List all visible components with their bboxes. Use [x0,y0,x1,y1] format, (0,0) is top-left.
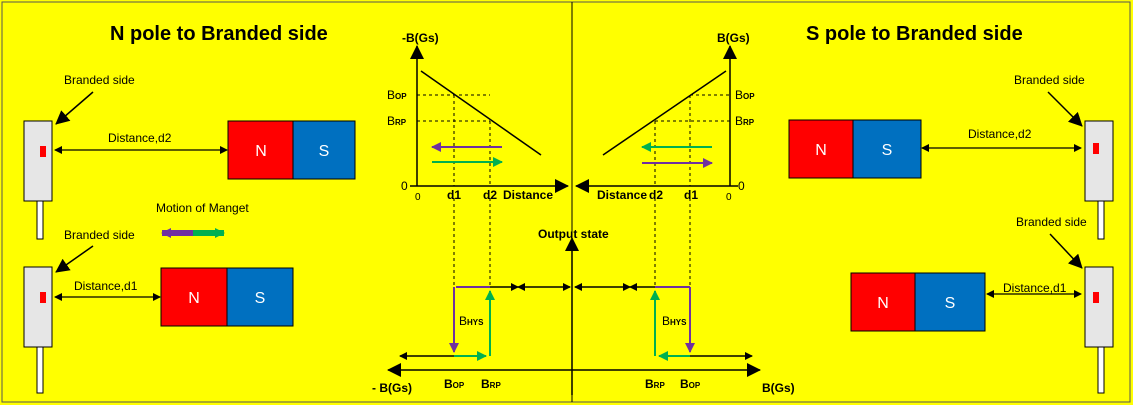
left-top-branded-label: Branded side [64,73,135,87]
output-state-label: Output state [538,227,609,241]
magnet-s-label: S [882,142,893,159]
branded-mark [1093,143,1099,154]
right-bottom-branded-pointer [1049,233,1083,269]
left-distance-label: Distance [503,188,553,202]
pos-b-axis-label: B(Gs) [762,381,795,395]
right-top-branded-pointer [1047,91,1083,127]
right-graph: B(Gs) BOP BRP 0 0 d1 d2 Distance [575,31,755,203]
magnet-s-label: S [255,290,266,307]
right-top-branded-label: Branded side [1014,73,1085,87]
magnet-n-label: N [188,290,200,307]
neg-b-axis-label: - B(Gs) [372,381,412,395]
right-top-sensor [1084,120,1114,240]
left-d2-label: d2 [483,188,497,202]
left-d1-label: d1 [447,188,461,202]
left-bop-label: BOP [387,88,407,102]
left-bottom-branded-label: Branded side [64,228,135,242]
right-zero-x: 0 [726,192,732,203]
right-top-magnet: N S [788,119,922,179]
left-bottom-sensor [23,266,53,394]
left-bhys-label: BHYS [459,314,484,328]
left-zero-x: 0 [415,192,421,203]
branded-mark [40,292,46,303]
right-bop-axis-label: BOP [680,377,701,391]
left-bottom-distance-label: Distance,d1 [74,279,138,293]
output-state-section: Output state - B(Gs) B(Gs) BHYS BHYS BOP… [372,198,795,395]
magnet-n-label: N [815,142,827,159]
left-graph-curve [420,70,542,156]
right-title: S pole to Branded side [806,23,1023,45]
left-brp-axis-label: BRP [481,377,501,391]
right-graph-curve [602,70,727,156]
branded-mark [1093,292,1099,303]
right-bhys-label: BHYS [662,314,687,328]
left-brp-label: BRP [387,114,407,128]
left-title: N pole to Branded side [110,23,328,45]
right-bottom-sensor [1084,266,1114,394]
left-bottom-magnet: N S [160,267,294,327]
magnet-n-label: N [255,143,267,160]
right-distance-label: Distance [597,188,647,202]
right-graph-y-label: B(Gs) [717,31,750,45]
left-top-distance-label: Distance,d2 [108,131,172,145]
left-bop-axis-label: BOP [444,377,465,391]
right-bottom-distance-label: Distance,d1 [1003,281,1067,295]
motion-label: Motion of Manget [156,201,249,215]
right-bottom-branded-label: Branded side [1016,215,1087,229]
right-brp-label: BRP [735,114,755,128]
right-bop-label: BOP [735,88,755,102]
right-top-distance-label: Distance,d2 [968,127,1032,141]
right-d1-label: d1 [684,188,698,202]
left-zero-y: 0 [401,179,408,193]
magnet-s-label: S [945,295,956,312]
right-zero-y: 0 [738,179,745,193]
left-graph-y-label: -B(Gs) [402,31,439,45]
left-top-branded-pointer [55,91,94,125]
left-graph: -B(Gs) BOP BRP 0 0 d1 d2 Distance [387,31,569,203]
right-brp-axis-label: BRP [645,377,665,391]
left-top-sensor [23,120,53,240]
right-d2-label: d2 [649,188,663,202]
magnet-n-label: N [877,295,889,312]
left-bottom-branded-pointer [55,245,94,273]
branded-mark [40,146,46,157]
right-bottom-magnet: N S [850,272,986,332]
left-top-magnet: N S [227,120,356,180]
magnet-s-label: S [319,143,330,160]
